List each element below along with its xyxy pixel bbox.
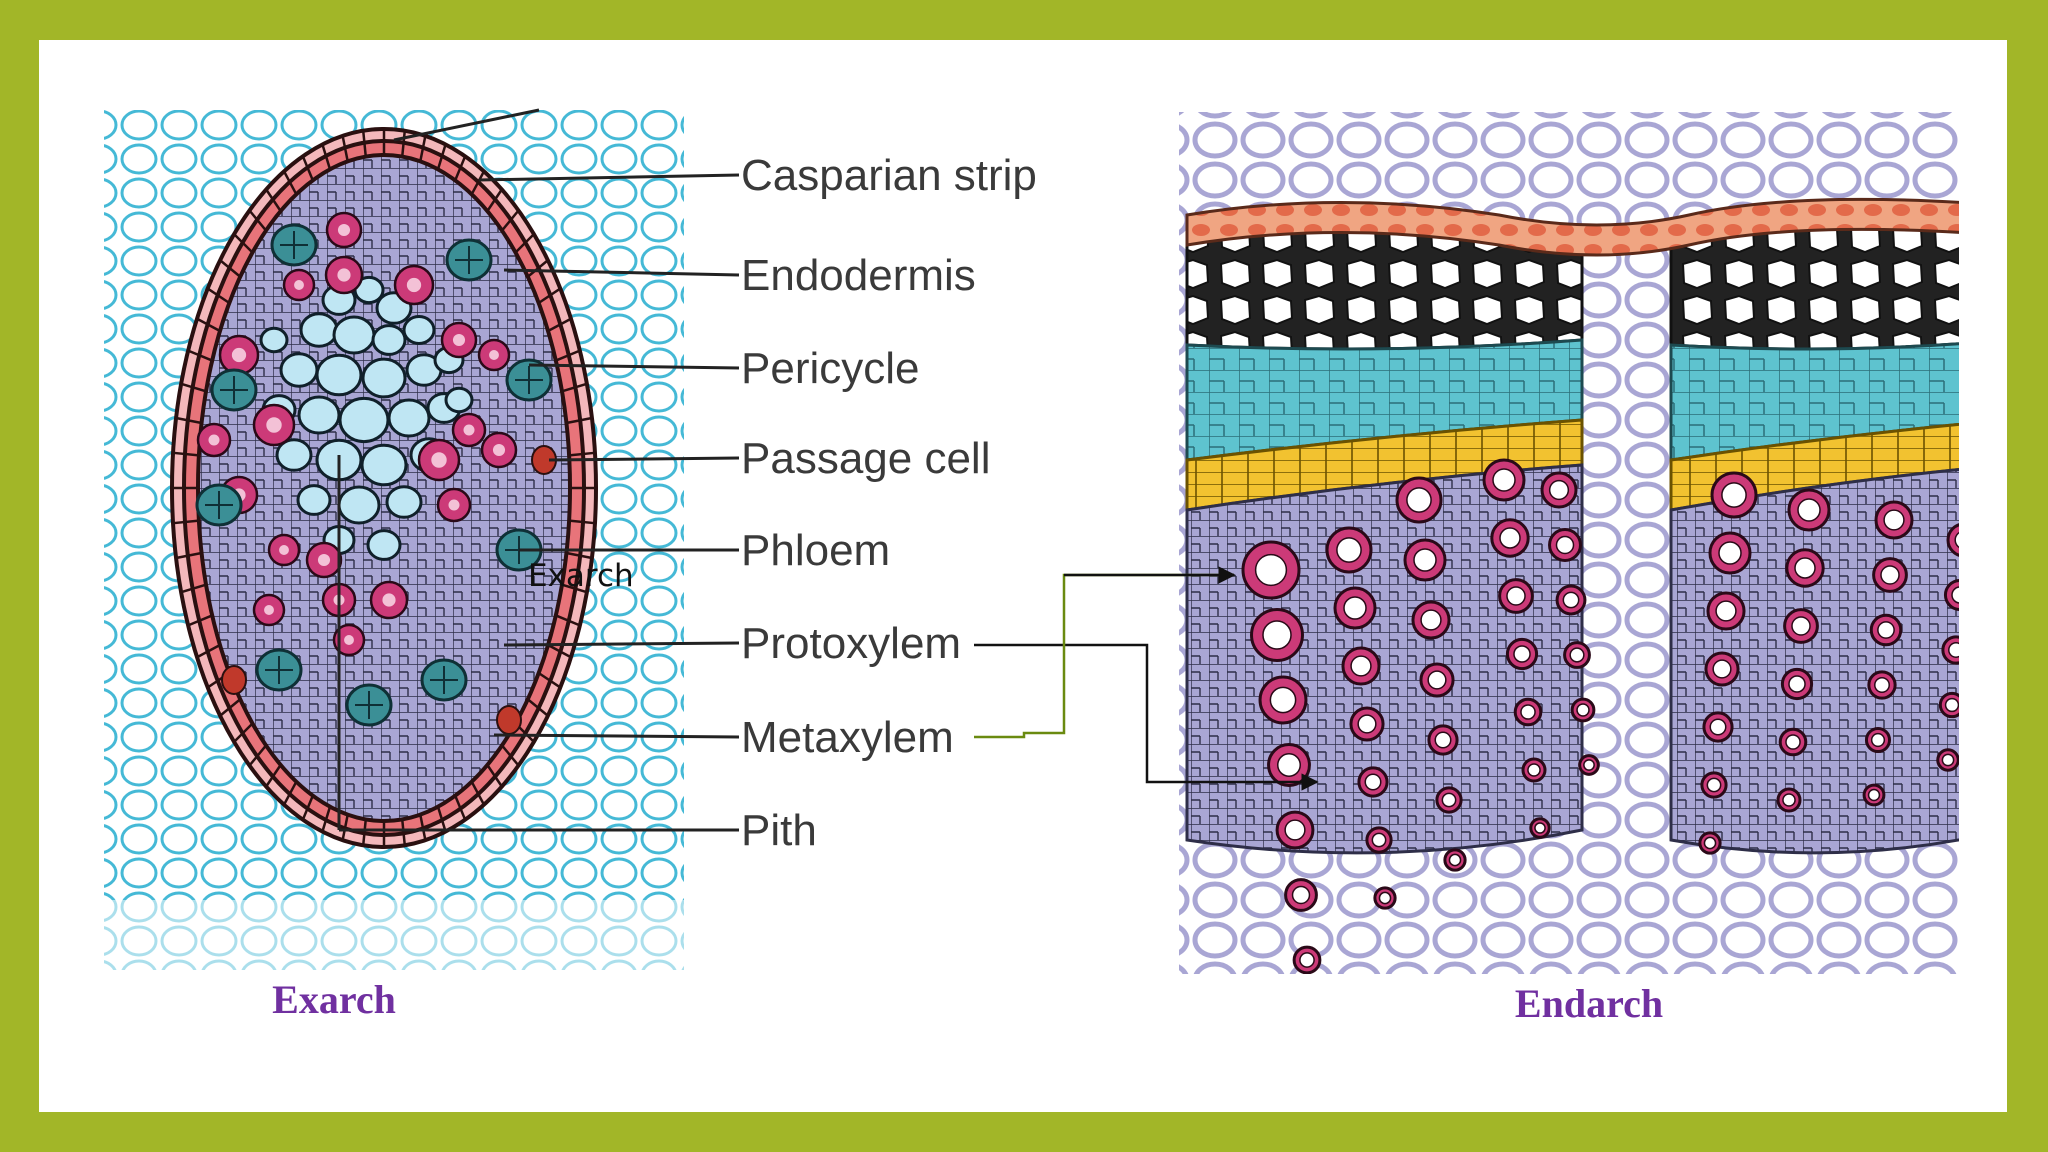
label-passage-cell: Passage cell [741,434,990,483]
label-metaxylem: Metaxylem [741,713,954,762]
exarch-root-illustration [104,110,684,970]
label-pith: Pith [741,806,817,855]
label-endodermis: Endodermis [741,251,976,300]
endarch-stem-illustration [1179,112,1959,974]
xylem-vessels [196,211,518,657]
epidermis-band [1185,197,1959,257]
structure-labels: Casparian stripEndodermisPericyclePassag… [741,151,1037,855]
label-casparian-strip: Casparian strip [741,151,1037,200]
caption-endarch: Endarch [1515,981,1663,1026]
endarch-xylem-vessels [1241,458,1959,974]
label-phloem: Phloem [741,526,890,575]
label-leader-lines [337,108,740,832]
label-pericycle: Pericycle [741,344,920,393]
label-protoxylem: Protoxylem [741,619,961,668]
protoxylem-arrow [974,643,1319,791]
phloem-patches [195,223,553,727]
caption-exarch: Exarch [272,977,396,1022]
root-cross-section-diagram: Casparian stripEndodermisPericyclePassag… [104,108,1959,1026]
pointer-arrows [974,566,1319,791]
metaxylem-core [259,275,474,561]
exarch-annotation: Exarch [528,558,634,594]
